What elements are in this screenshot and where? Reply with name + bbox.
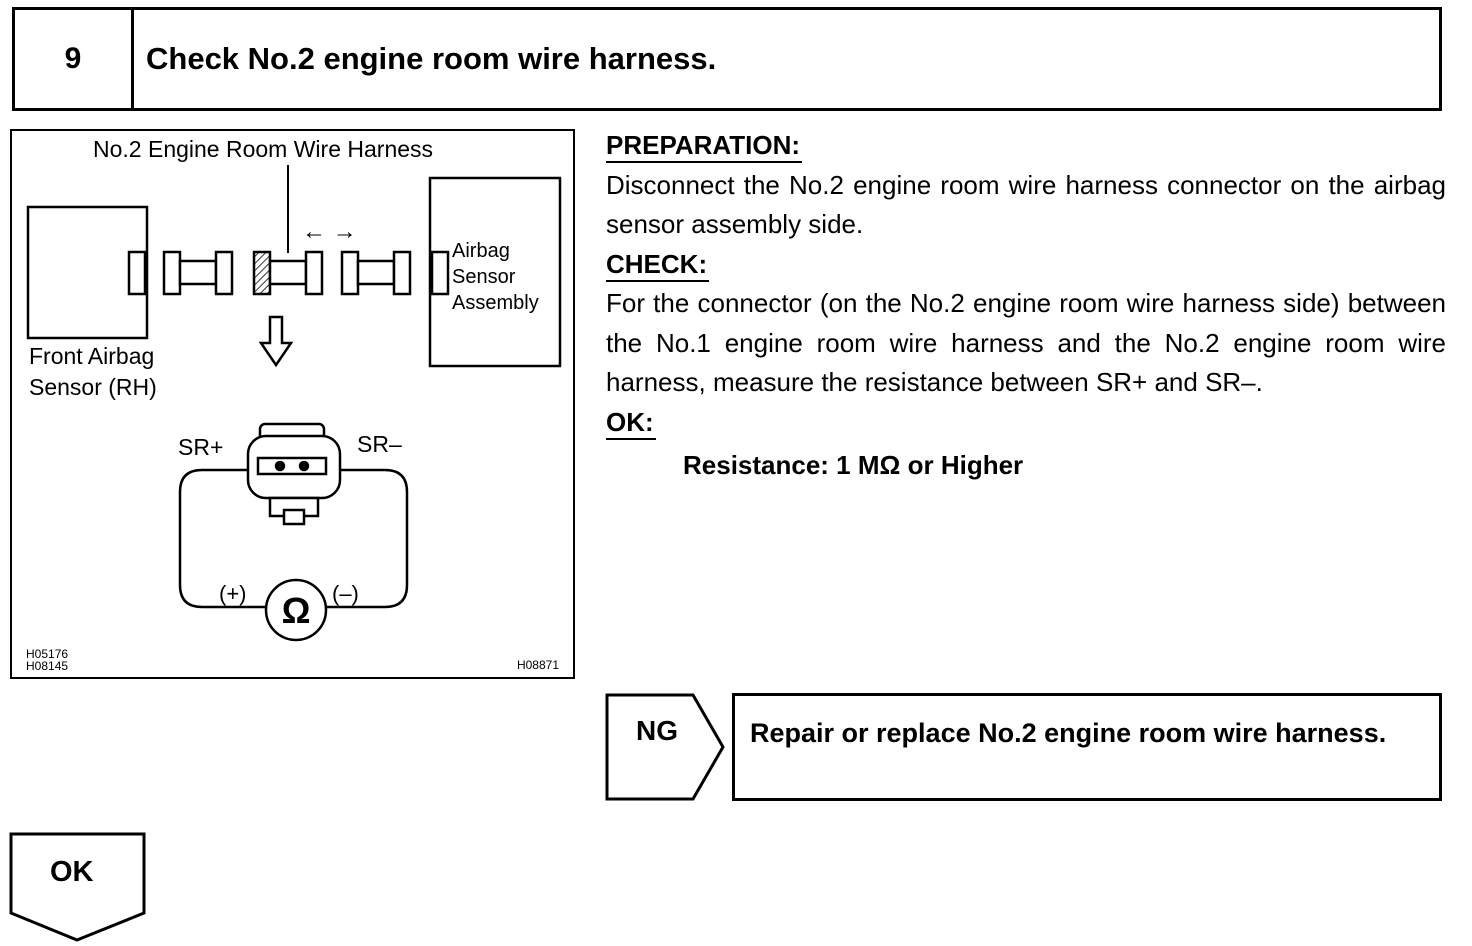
ok-spec-value: Resistance: 1 MΩ or Higher — [683, 450, 1024, 480]
front-sensor-label-2: Sensor (RH) — [29, 374, 157, 400]
airbag-sensor-label-3: Assembly — [452, 292, 539, 314]
harness-label: No.2 Engine Room Wire Harness — [93, 136, 433, 162]
diagram-code-left-1: H05176 — [26, 647, 68, 661]
ok-spec-label: OK: — [606, 406, 656, 440]
front-sensor-label-1: Front Airbag — [29, 343, 154, 369]
third-harness — [340, 250, 412, 296]
preparation-label: PREPARATION: — [606, 129, 803, 163]
check-text: For the connector (on the No.2 engine ro… — [606, 288, 1446, 397]
ohm-symbol: Ω — [282, 590, 311, 631]
step-number: 9 — [15, 10, 134, 108]
instructions: PREPARATION: Disconnect the No.2 engine … — [606, 126, 1446, 486]
diagram-code-right: H08871 — [517, 658, 559, 672]
front-airbag-sensor — [26, 205, 149, 340]
diagram-code-left-2: H08145 — [26, 659, 68, 673]
preparation-text: Disconnect the No.2 engine room wire har… — [606, 169, 1446, 240]
step-title: Check No.2 engine room wire harness. — [146, 41, 717, 76]
airbag-sensor-assembly — [428, 176, 562, 368]
sr-plus-label: SR+ — [178, 434, 223, 460]
disconnect-arrows: ← → — [302, 218, 357, 245]
wiring-diagram: No.2 Engine Room Wire Harness Front Airb… — [10, 129, 575, 679]
airbag-sensor-connector — [430, 250, 450, 296]
down-arrow-icon — [258, 315, 294, 368]
no2-harness — [252, 250, 324, 296]
ng-action-box: Repair or replace No.2 engine room wire … — [732, 693, 1442, 801]
meter-plus-label: (+) — [219, 581, 247, 606]
ok-label: OK — [50, 856, 94, 888]
front-sensor-connector — [127, 250, 147, 296]
ohmmeter-icon — [264, 578, 328, 642]
ng-arrow-shape — [605, 693, 725, 801]
airbag-sensor-label-2: Sensor — [452, 266, 516, 288]
no1-harness — [162, 250, 234, 296]
airbag-sensor-label-1: Airbag — [452, 240, 510, 262]
ok-arrow-shape — [9, 832, 146, 942]
check-label: CHECK: — [606, 248, 710, 282]
meter-circuit-wire — [178, 468, 409, 609]
step-header: 9 Check No.2 engine room wire harness. — [12, 7, 1442, 111]
ng-label: NG — [636, 715, 678, 746]
meter-minus-label: (–) — [332, 581, 359, 606]
diagram-drawing: No.2 Engine Room Wire Harness Front Airb… — [26, 136, 562, 673]
sr-minus-label: SR– — [357, 431, 402, 457]
connector-face-icon — [246, 422, 342, 526]
